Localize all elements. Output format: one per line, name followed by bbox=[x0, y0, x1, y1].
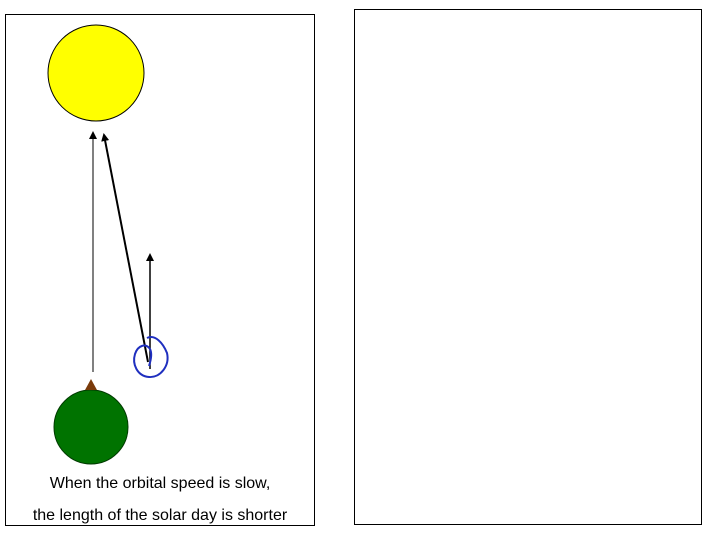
earth-icon bbox=[54, 390, 128, 464]
orbit-to-sun-arrow bbox=[104, 135, 148, 362]
observer-marker-icon bbox=[85, 379, 97, 390]
sun-icon bbox=[48, 25, 144, 121]
caption-line-2: the length of the solar day is shorter bbox=[5, 506, 315, 526]
caption-line-1: When the orbital speed is slow, bbox=[5, 474, 315, 494]
orbit-loop-icon bbox=[134, 337, 167, 377]
